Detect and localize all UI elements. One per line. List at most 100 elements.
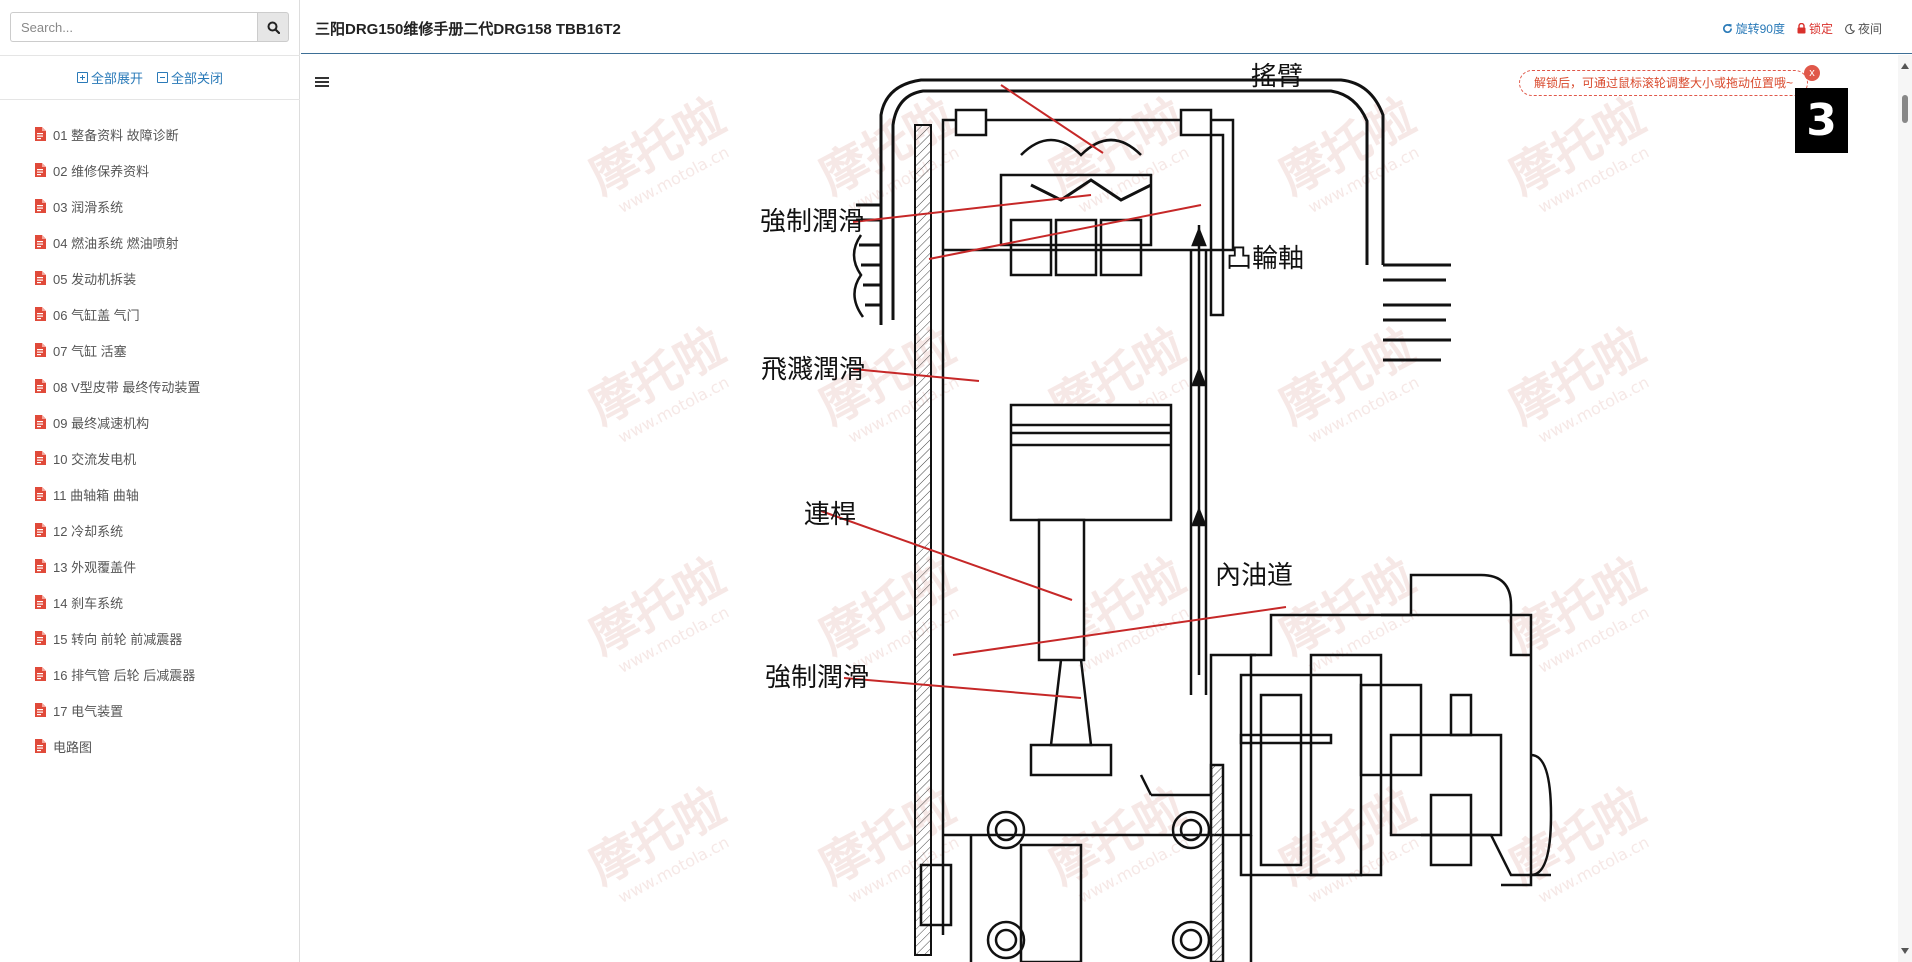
toc-item[interactable]: 11 曲轴箱 曲轴 (34, 476, 200, 512)
document-icon (35, 271, 46, 285)
label-inner-oil-passage: 內油道 (1215, 561, 1293, 591)
toc-item[interactable]: 04 燃油系统 燃油喷射 (34, 224, 200, 260)
collapse-all-button[interactable]: 全部关闭 (157, 66, 223, 88)
toc-item-label: 03 润滑系统 (53, 199, 124, 215)
sidebar: 全部展开 全部关闭 01 整备资料 故障诊断 02 维修保养资料 03 润滑系统 04… (0, 0, 300, 962)
document-icon (35, 523, 46, 537)
toc-item-label: 15 转向 前轮 前减震器 (53, 631, 183, 647)
table-of-contents: 01 整备资料 故障诊断 02 维修保养资料 03 润滑系统 04 燃油系统 燃油喷射… (34, 116, 200, 764)
search-input[interactable] (10, 12, 257, 42)
toc-item-label: 16 排气管 后轮 后减震器 (53, 667, 196, 683)
toc-item-label: 11 曲轴箱 曲轴 (53, 487, 139, 503)
toc-item[interactable]: 15 转向 前轮 前减震器 (34, 620, 200, 656)
scroll-down-arrow-icon[interactable] (1901, 948, 1909, 954)
cylinder-head (852, 78, 1451, 362)
lock-label: 锁定 (1808, 22, 1833, 36)
label-connecting-rod: 連桿 (804, 500, 856, 530)
page-number-badge: 3 (1795, 88, 1848, 153)
toc-item[interactable]: 14 刹车系统 (34, 584, 200, 620)
vertical-scrollbar[interactable] (1898, 55, 1912, 962)
menu-icon (315, 77, 329, 87)
toc-item[interactable]: 07 气缸 活塞 (34, 332, 200, 368)
night-mode-button[interactable]: 夜间 (1845, 20, 1882, 37)
rotate-button[interactable]: 旋转90度 (1722, 20, 1785, 37)
toc-item[interactable]: 08 V型皮带 最终传动装置 (34, 368, 200, 404)
document-icon (35, 703, 46, 717)
toc-item-label: 10 交流发电机 (53, 451, 137, 467)
document-icon (35, 559, 46, 573)
toc-item[interactable]: 09 最终减速机构 (34, 404, 200, 440)
crankcase (919, 573, 1553, 962)
scroll-thumb[interactable] (1902, 95, 1908, 123)
oil-passage-arrows (1191, 225, 1207, 675)
connecting-rod (1029, 659, 1113, 777)
tooltip-close-button[interactable]: x (1804, 65, 1820, 81)
toc-item-label: 05 发动机拆装 (53, 271, 137, 287)
divider (0, 55, 300, 56)
toc-item-label: 09 最终减速机构 (53, 415, 150, 431)
document-icon (35, 415, 46, 429)
night-label: 夜间 (1857, 22, 1882, 36)
moon-icon (1845, 23, 1855, 34)
document-icon (35, 595, 46, 609)
expand-all-button[interactable]: 全部展开 (76, 66, 143, 88)
toc-item-label: 01 整备资料 故障诊断 (53, 127, 179, 143)
toc-item-label: 13 外观覆盖件 (53, 559, 137, 575)
expand-all-label: 全部展开 (90, 70, 143, 86)
toc-item[interactable]: 17 电气装置 (34, 692, 200, 728)
toc-item-label: 12 冷却系统 (53, 523, 124, 539)
collapse-all-label: 全部关闭 (171, 70, 224, 86)
toc-item[interactable]: 02 维修保养资料 (34, 152, 200, 188)
document-icon (35, 343, 46, 357)
toc-item[interactable]: 06 气缸盖 气门 (34, 296, 200, 332)
diagram-labels: 搖臂 強制潤滑 凸輪軸 飛濺潤滑 連桿 內油道 強制潤滑 (760, 62, 1304, 693)
toc-item-label: 07 气缸 活塞 (53, 343, 127, 359)
document-icon (35, 163, 46, 177)
document-icon (35, 199, 46, 213)
document-icon (35, 487, 46, 501)
toc-item[interactable]: 16 排气管 后轮 后减震器 (34, 656, 200, 692)
toc-item[interactable]: 10 交流发电机 (34, 440, 200, 476)
valve-train (941, 108, 1235, 317)
toc-item[interactable]: 03 润滑系统 (34, 188, 200, 224)
menu-toggle[interactable] (315, 77, 329, 88)
search-icon (267, 21, 280, 34)
toc-item-label: 电路图 (53, 739, 93, 755)
plus-square-icon (76, 71, 88, 83)
toc-item-label: 14 刹车系统 (53, 595, 124, 611)
label-splash-lube: 飛濺潤滑 (761, 355, 865, 385)
search-button[interactable] (257, 12, 289, 42)
toc-item[interactable]: 12 冷却系统 (34, 512, 200, 548)
piston (1009, 403, 1173, 662)
tree-controls: 全部展开 全部关闭 (0, 66, 300, 88)
toc-item[interactable]: 01 整备资料 故障诊断 (34, 116, 200, 152)
header-actions: 旋转90度 锁定 夜间 (1722, 20, 1882, 37)
toc-item-label: 06 气缸盖 气门 (53, 307, 140, 323)
toc-item[interactable]: 05 发动机拆装 (34, 260, 200, 296)
toc-item-label: 02 维修保养资料 (53, 163, 150, 179)
toc-item-label: 08 V型皮带 最终传动装置 (53, 379, 201, 395)
label-camshaft: 凸輪軸 (1226, 244, 1304, 274)
scroll-up-arrow-icon[interactable] (1901, 63, 1909, 69)
lock-button[interactable]: 锁定 (1797, 20, 1833, 37)
divider (0, 99, 300, 100)
search-bar (10, 12, 289, 42)
document-icon (35, 451, 46, 465)
toc-item[interactable]: 13 外观覆盖件 (34, 548, 200, 584)
document-icon (35, 631, 46, 645)
leader-lines (820, 84, 1287, 699)
toc-item[interactable]: 电路图 (34, 728, 200, 764)
document-icon (35, 235, 46, 249)
